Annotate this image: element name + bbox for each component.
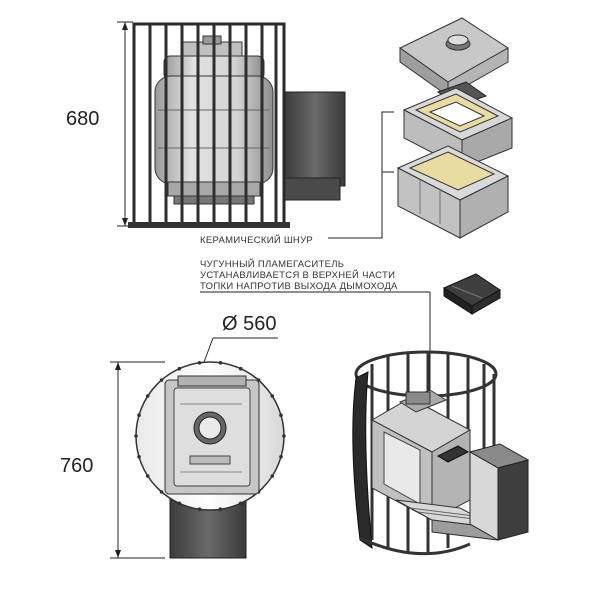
cage-bar-dot [145,474,150,478]
front-view: 680 [66,21,346,228]
cage-bar-dot [282,434,286,438]
top-view: Ø 560 760 [60,313,286,559]
deflector-label-line3: ТОПКИ НАПРОТИВ ВЫХОДА ДЫМОХОДА [200,281,398,292]
cage-bar-dot [177,501,182,506]
cage-bar-dot [238,501,243,506]
stove-base [128,222,290,228]
cage-bar-dot [197,507,202,512]
cage-bar-dot [137,413,141,418]
cutaway-stove [370,389,472,521]
height-dimension-680: 680 [66,21,133,227]
cage-bar-dot [159,378,164,382]
cutaway-duct [468,443,530,541]
cage-bar-dot [145,394,150,398]
ceramic-cord-label: КЕРАМИЧЕСКИЙ ШНУР [200,234,313,246]
diameter-dimension: Ø 560 [203,313,278,363]
cage-bar-dot [134,434,138,438]
cage-bar-dot [279,413,283,418]
deflector-label-line2: УСТАНАВЛИВАЕТСЯ В ВЕРХНЕЙ ЧАСТИ [200,269,395,281]
cage-bars [148,24,278,224]
cage-bar-dot [137,455,141,459]
exploded-view: КЕРАМИЧЕСКИЙ ШНУР [200,17,514,246]
lower-section [396,145,510,239]
cage-bar-dot [270,394,275,398]
deflector-label-line1: ЧУГУННЫЙ ПЛАМЕГАСИТЕЛЬ [200,258,344,270]
height-dimension-760: 760 [60,361,165,559]
cage-bar-dot [238,366,243,371]
cage-bar-dot [270,474,275,478]
dimension-680-label: 680 [66,108,99,130]
deflector-note: ЧУГУННЫЙ ПЛАМЕГАСИТЕЛЬ УСТАНАВЛИВАЕТСЯ В… [200,258,501,400]
dimension-760-label: 760 [60,455,93,477]
chimney-duct [284,91,346,187]
cutaway-cage-top-ring [354,350,498,398]
cage-bar-dot [177,366,182,371]
cutaway-cage-wall [352,371,373,549]
cage-bar-dot [218,361,223,365]
cast-iron-deflector [442,273,501,315]
stove-top [164,375,260,495]
diameter-label: Ø 560 [222,313,276,335]
cage-bar-dot [197,361,202,365]
ceramic-cord-leader [328,111,394,239]
cage-bar-dot [279,455,283,459]
cutaway-view [352,350,530,556]
cage-bar-dot [218,507,223,512]
top-lid-part [399,17,509,97]
cage-bar-dot [159,490,164,494]
